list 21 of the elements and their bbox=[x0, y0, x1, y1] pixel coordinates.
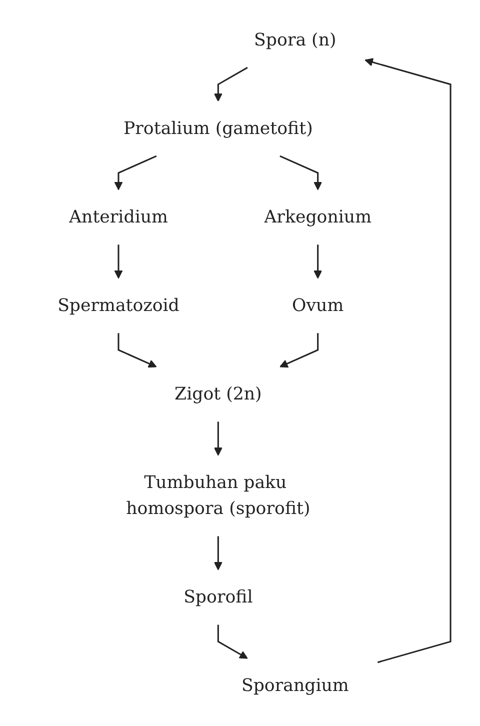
node-text: Zigot (2n) bbox=[174, 384, 262, 404]
node-text: Spora (n) bbox=[254, 30, 337, 50]
arrow bbox=[118, 333, 158, 368]
node-text: Sporofil bbox=[184, 587, 254, 608]
arrow bbox=[280, 333, 319, 368]
node-text: Ovum bbox=[292, 296, 344, 316]
arrow bbox=[214, 536, 223, 570]
arrow bbox=[218, 624, 248, 659]
node-text: Tumbuhan paku homospora (sporofit) bbox=[126, 472, 311, 519]
arrow bbox=[214, 66, 248, 102]
node-text: Arkegonium bbox=[264, 207, 372, 228]
arrow bbox=[114, 244, 124, 279]
node-text: Anteridium bbox=[69, 207, 168, 228]
arrow bbox=[314, 244, 322, 279]
arrow bbox=[214, 422, 223, 456]
node-text: Protalium (gametofit) bbox=[124, 118, 314, 139]
node-text: Spermatozoid bbox=[58, 296, 180, 316]
node-text: Sporangium bbox=[242, 676, 350, 696]
arrow bbox=[280, 155, 322, 190]
arrow bbox=[365, 58, 452, 664]
arrow bbox=[114, 155, 158, 190]
